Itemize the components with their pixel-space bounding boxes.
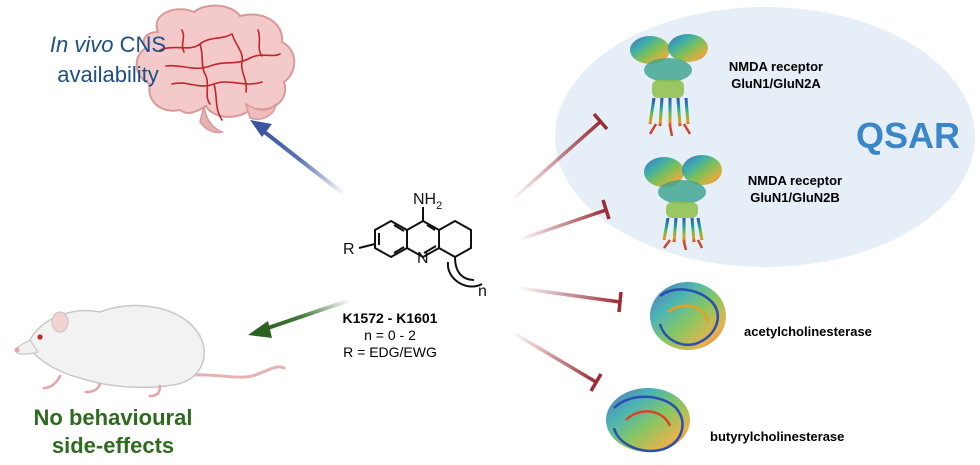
target-nmda-glun2b: NMDA receptor GluN1/GluN2B — [747, 173, 843, 205]
inhibition-line-bche — [511, 330, 603, 392]
compound-n-values: n = 0 - 2 — [364, 327, 416, 343]
protein-structure-icon — [630, 34, 708, 137]
ring-size-index: n — [478, 283, 487, 300]
target-nmda-glun2a: NMDA receptor GluN1/GluN2A — [728, 59, 824, 91]
brain-icon — [135, 4, 296, 134]
ring-nitrogen-label: N — [417, 250, 429, 267]
compound-structure — [358, 207, 483, 288]
amine-group: NH2 — [413, 191, 442, 212]
inhibition-line-nmda-a — [510, 112, 609, 202]
behaviour-label: No behavioural side-effects — [33, 405, 193, 458]
protein-structure-icon — [606, 388, 690, 453]
behaviour-arrow — [248, 298, 351, 338]
target-ache: acetylcholinesterase — [744, 324, 872, 339]
inhibition-line-ache — [517, 286, 623, 313]
r-group-label: R — [343, 241, 355, 258]
protein-structure-icon — [644, 155, 722, 251]
compound-range: K1572 - K1601 — [342, 310, 438, 326]
cns-availability-label: In vivo CNS availability — [49, 32, 167, 87]
compound-r-values: R = EDG/EWG — [343, 344, 437, 360]
rat-icon — [14, 304, 286, 398]
cns-arrow — [250, 120, 347, 197]
protein-structure-icon — [650, 282, 726, 350]
inhibition-line-nmda-b — [517, 199, 611, 242]
target-bche: butyrylcholinesterase — [710, 429, 845, 444]
compound-info: K1572 - K1601 n = 0 - 2 R = EDG/EWG — [340, 310, 440, 361]
qsar-label: QSAR — [856, 115, 961, 156]
